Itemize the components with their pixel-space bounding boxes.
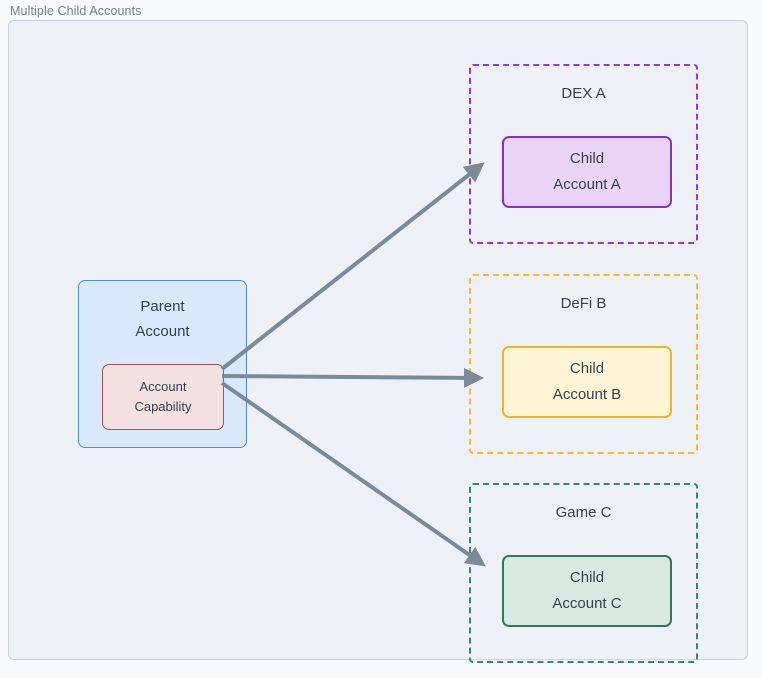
group-defi-b-label: DeFi B [560, 295, 607, 312]
child-account-a-node: Child Account A [502, 136, 672, 208]
group-game-c-label: Game C [555, 504, 612, 521]
account-capability-node: Account Capability [102, 364, 224, 430]
account-capability-label: Account Capability [134, 379, 192, 414]
child-account-b-label: Child Account B [552, 360, 622, 403]
parent-account-node: Parent Account Account Capability [78, 280, 247, 448]
group-defi-b: DeFi B Child Account B [469, 274, 698, 454]
child-account-c-node: Child Account C [502, 555, 672, 627]
group-dex-a-label: DEX A [561, 85, 606, 102]
child-account-a-label: Child Account A [553, 150, 621, 193]
group-dex-a: DEX A Child Account A [469, 64, 698, 244]
diagram-title: Multiple Child Accounts [10, 4, 142, 18]
parent-account-label: Parent Account [135, 298, 190, 340]
diagram-canvas: Parent Account Account Capability DEX A … [8, 20, 748, 663]
group-game-c: Game C Child Account C [469, 483, 698, 663]
child-account-b-node: Child Account B [502, 346, 672, 418]
child-account-c-label: Child Account C [552, 569, 622, 612]
